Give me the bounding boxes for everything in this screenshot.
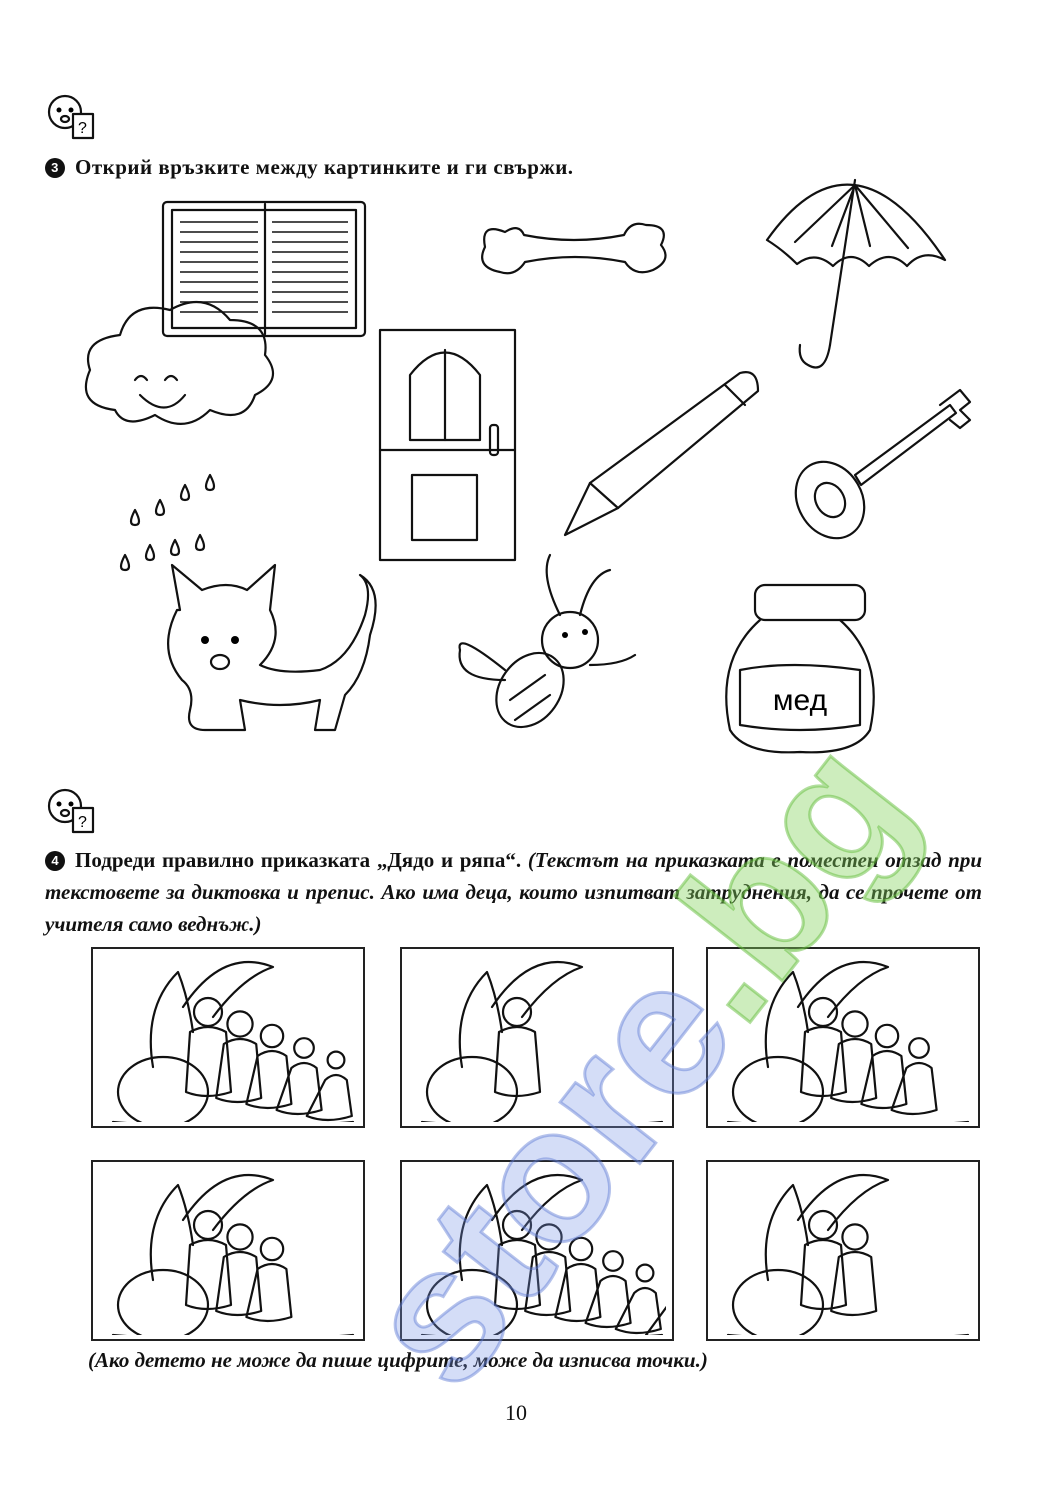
pictures-area: мед (84, 178, 972, 754)
story-picture-frame (91, 1160, 365, 1341)
notebook-picture (161, 200, 367, 338)
footer-note: (Ако детето не може да пише цифрите, мож… (88, 1348, 708, 1372)
bone-picture (481, 222, 667, 275)
rain-cloud-picture (84, 300, 275, 572)
task-number-badge: 4 (45, 851, 65, 871)
svg-text:?: ? (78, 814, 87, 831)
svg-text:?: ? (78, 120, 87, 137)
honey-jar-picture: мед (725, 583, 875, 754)
task-4-text: 4 Подреди правилно приказката „Дядо и ряп… (45, 844, 982, 940)
story-picture-frame (91, 947, 365, 1128)
bee-picture (458, 553, 637, 729)
task-3-heading: 3 Открий връзките между картинките и ги с… (45, 155, 574, 180)
fox-picture (167, 563, 377, 732)
pencil-picture (563, 371, 760, 537)
story-picture-frame (400, 1160, 674, 1341)
story-picture-frame (706, 1160, 980, 1341)
story-picture-frame (706, 947, 980, 1128)
chick-question-icon: ? (47, 788, 95, 834)
task-4-note: (Текстът на приказката е поместен отзад … (45, 848, 982, 936)
task-3-title: Открий връзките между картинките и ги св… (75, 155, 574, 179)
task-number-badge: 3 (45, 158, 65, 178)
honey-label: мед (773, 684, 827, 717)
story-picture-frame (400, 947, 674, 1128)
task-4-title: Подреди правилно приказката „Дядо и ряпа… (75, 848, 522, 872)
chick-question-icon: ? (47, 94, 95, 140)
umbrella-picture (765, 178, 947, 369)
page-number: 10 (505, 1400, 527, 1425)
door-picture (378, 328, 517, 562)
key-picture (794, 388, 972, 540)
